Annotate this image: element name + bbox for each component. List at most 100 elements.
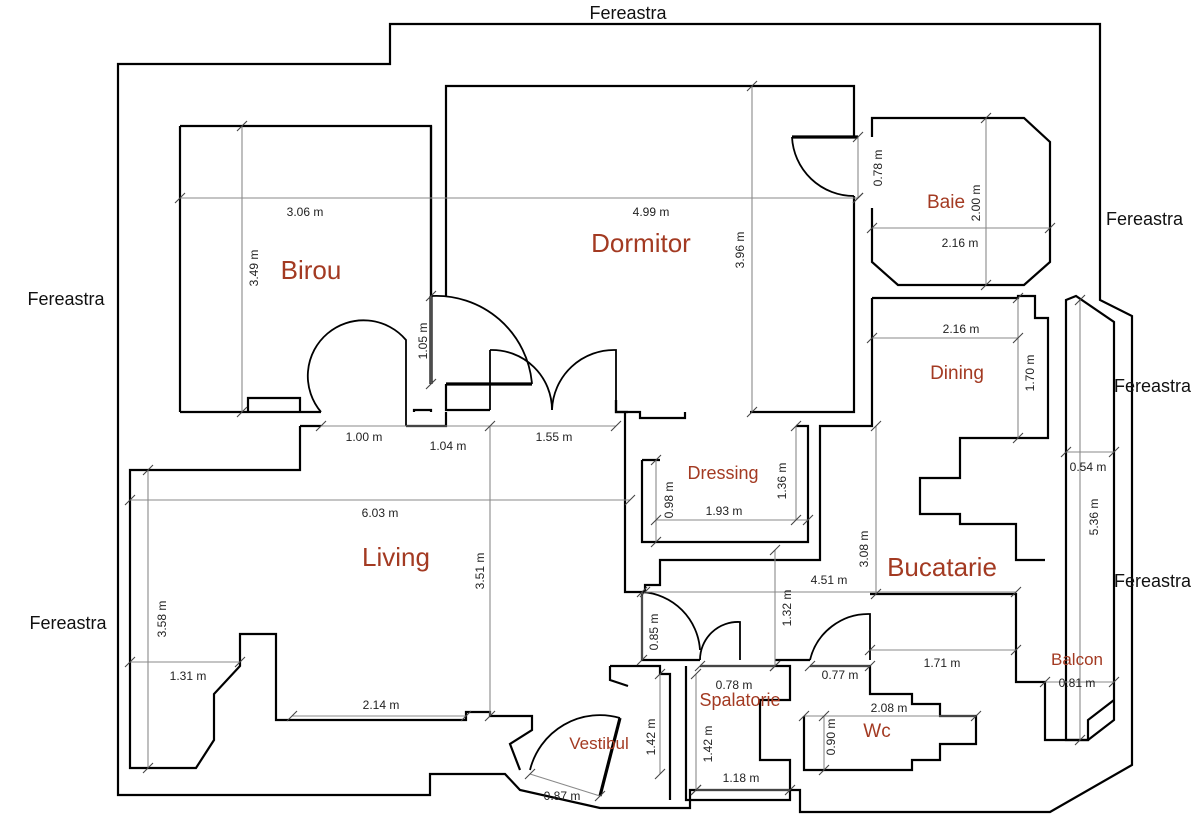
dim-label-living-bottom-left: 1.31 m xyxy=(170,669,207,683)
dimension-tick xyxy=(980,279,992,291)
dimension-tick xyxy=(852,131,864,143)
dim-label-kitchen-counter: 1.71 m xyxy=(924,656,961,670)
room-label-bucatarie: Bucatarie xyxy=(887,552,997,582)
vestibul-door-leaf xyxy=(598,717,622,797)
dim-label-spalatorie-door: 0.78 m xyxy=(716,678,753,692)
dim-label-wc-width: 2.08 m xyxy=(871,701,908,715)
dimension-tick xyxy=(769,544,781,556)
dim-label-hall-b: 1.04 m xyxy=(430,439,467,453)
dimension-tick xyxy=(746,406,758,418)
dim-label-hallway-height: 1.32 m xyxy=(780,590,794,627)
room-label-living: Living xyxy=(362,542,430,572)
dim-label-baie-height: 2.00 m xyxy=(969,185,983,222)
dimension-tick xyxy=(654,668,666,680)
dimension-tick xyxy=(852,192,864,204)
dim-label-wc-door: 0.77 m xyxy=(822,668,859,682)
dimension-tick xyxy=(1010,644,1022,656)
dimension-tick xyxy=(484,710,496,722)
dimension-tick xyxy=(690,668,702,680)
dimension-tick xyxy=(315,420,327,432)
bucatarie-bottom xyxy=(870,592,1115,742)
dimension-tick xyxy=(1060,446,1072,458)
dimension-tick xyxy=(769,660,781,672)
dimension-tick xyxy=(870,420,882,432)
dim-label-dormitor-height: 3.96 m xyxy=(733,232,747,269)
dimension-tick xyxy=(236,406,248,418)
dim-label-dressing-width: 1.93 m xyxy=(706,504,743,518)
dimension-tick xyxy=(236,120,248,132)
dim-label-bucatarie-width: 4.51 m xyxy=(811,573,848,587)
dim-label-spalatorie-width: 1.18 m xyxy=(723,771,760,785)
dimension-tick xyxy=(790,514,802,526)
dimension-tick xyxy=(818,764,830,776)
door-swings xyxy=(306,136,871,771)
room-label-vestibul: Vestibul xyxy=(569,734,629,753)
dimension-tick xyxy=(802,514,814,526)
dim-label-dining-height: 1.70 m xyxy=(1023,355,1037,392)
dim-label-balcon-narrow: 0.54 m xyxy=(1070,460,1107,474)
dormitor-bottom-left xyxy=(444,384,490,412)
room-label-wc: Wc xyxy=(863,721,890,742)
dim-label-balcon-width: 0.81 m xyxy=(1059,676,1096,690)
dressing-wall xyxy=(640,424,810,544)
living-wall xyxy=(128,426,534,771)
dim-label-dressing-depth: 0.98 m xyxy=(662,482,676,519)
dimension-tick xyxy=(1012,292,1024,304)
balcon-wall xyxy=(1064,294,1116,742)
room-label-birou: Birou xyxy=(281,255,342,285)
dim-label-dormitor-width: 4.99 m xyxy=(633,205,670,219)
dimension-tick xyxy=(1044,222,1056,234)
dimension-tick xyxy=(650,454,662,466)
dimension-tick xyxy=(864,660,876,672)
dimension-tick xyxy=(484,420,496,432)
dim-label-birou-width: 3.06 m xyxy=(287,205,324,219)
dimension-tick xyxy=(639,586,651,598)
dimension-tick xyxy=(1074,294,1086,306)
dim-label-balcon-length: 5.36 m xyxy=(1087,499,1101,536)
dim-label-living-left-height: 3.58 m xyxy=(155,601,169,638)
dimension-tick xyxy=(425,290,437,302)
dim-label-wc-height: 0.90 m xyxy=(824,719,838,756)
dim-label-spalatorie-height: 1.42 m xyxy=(701,726,715,763)
dimension-tick xyxy=(524,768,536,780)
dimension-tick xyxy=(654,768,666,780)
bucatarie-left-wall xyxy=(623,298,874,594)
dimension-tick xyxy=(636,586,648,598)
baie-wall xyxy=(870,116,1052,287)
window-label-right-upper: Fereastra xyxy=(1106,209,1184,229)
window-label-right-middle: Fereastra xyxy=(1114,376,1192,396)
room-label-spalatorie: Spalatorie xyxy=(699,690,780,710)
dimension-tick xyxy=(790,420,802,432)
dimension-tick xyxy=(690,784,702,796)
dim-label-vestibul-door: 0.87 m xyxy=(544,789,581,803)
window-label-right-lower: Fereastra xyxy=(1114,571,1192,591)
dimension-tick xyxy=(460,710,472,722)
dim-label-living-bottom: 2.14 m xyxy=(363,698,400,712)
dining-wall xyxy=(872,294,1050,562)
hall-wall xyxy=(300,412,448,428)
room-label-dining: Dining xyxy=(930,363,984,384)
outer-wall xyxy=(116,22,1134,814)
dimension-tick xyxy=(1039,676,1051,688)
dimension-tick xyxy=(650,536,662,548)
dimension-tick xyxy=(234,656,246,668)
dimension-lines xyxy=(130,86,1114,797)
dimension-tick xyxy=(1010,586,1022,598)
dim-label-baie-door: 0.78 m xyxy=(871,150,885,187)
dimension-tick xyxy=(980,112,992,124)
dimension-tick xyxy=(1012,332,1024,344)
dimension-tick xyxy=(1108,676,1120,688)
dimension-tick xyxy=(594,790,606,802)
dimension-tick xyxy=(864,644,876,656)
window-label-left-upper: Fereastra xyxy=(27,289,105,309)
dim-label-baie-width: 2.16 m xyxy=(942,236,979,250)
dimension-tick xyxy=(798,710,810,722)
dimension-tick xyxy=(1074,734,1086,746)
dim-label-living-width: 6.03 m xyxy=(362,506,399,520)
dimension-tick xyxy=(142,464,154,476)
dim-label-hall-door: 1.05 m xyxy=(416,323,430,360)
spalatorie-wall xyxy=(684,664,792,802)
dimension-tick xyxy=(818,710,830,722)
dimension-tick xyxy=(1012,432,1024,444)
dim-label-hall-c: 1.55 m xyxy=(536,430,573,444)
